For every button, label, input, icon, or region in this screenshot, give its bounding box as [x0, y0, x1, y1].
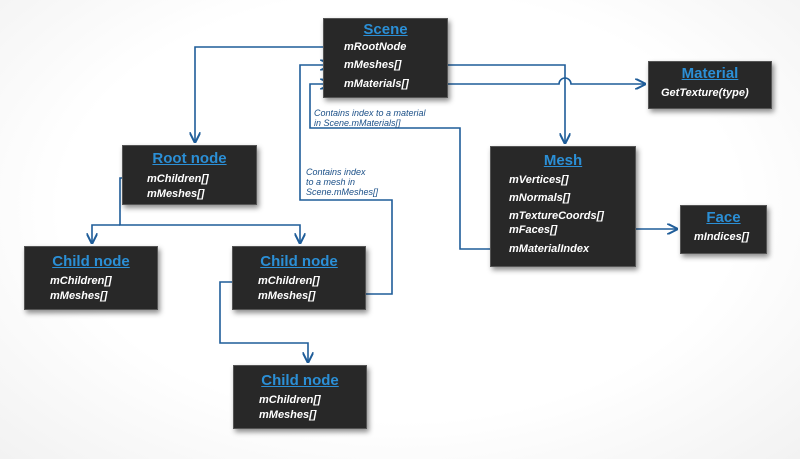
- face-field-indices: mIndices[]: [694, 231, 750, 243]
- child-left-field-meshes: mMeshes[]: [50, 290, 108, 302]
- scene-field-meshes: mMeshes[]: [344, 59, 402, 71]
- mesh-field-materialindex: mMaterialIndex: [509, 243, 590, 255]
- scene-field-materials: mMaterials[]: [344, 78, 409, 90]
- child-bottom-title: Child node: [261, 372, 339, 389]
- root-field-children: mChildren[]: [147, 173, 209, 185]
- material-title: Material: [681, 65, 739, 82]
- edge-rootnode: [195, 46, 330, 142]
- mesh-field-texturecoords: mTextureCoords[]: [509, 210, 604, 222]
- scene-field-rootnode: mRootNode: [344, 41, 407, 53]
- mesh-node: Mesh mVertices[] mNormals[] mTextureCoor…: [490, 146, 636, 267]
- mesh-field-normals: mNormals[]: [509, 192, 571, 204]
- edge-child-children: [219, 281, 308, 362]
- note-material-index: Contains index to a material in Scene.mM…: [314, 108, 426, 128]
- edge-meshes-to-mesh: [428, 64, 565, 143]
- mesh-field-faces: mFaces[]: [509, 224, 558, 236]
- child-left-title: Child node: [52, 253, 130, 270]
- scene-node: Scene mRootNode mMeshes[] mMaterials[]: [323, 18, 448, 98]
- edge-child-meshes: [299, 65, 393, 295]
- face-title: Face: [706, 209, 741, 226]
- material-node: Material GetTexture(type): [648, 61, 772, 109]
- edge-root-children-left: [92, 224, 120, 243]
- child-bottom-field-children: mChildren[]: [259, 394, 321, 406]
- material-field-gettexture: GetTexture(type): [661, 87, 749, 99]
- root-node: Root node mChildren[] mMeshes[]: [122, 145, 257, 205]
- note-mesh-index: Contains index to a mesh in Scene.mMeshe…: [306, 167, 379, 197]
- mesh-title: Mesh: [543, 152, 583, 169]
- root-title: Root node: [152, 150, 227, 167]
- face-node: Face mIndices[]: [680, 205, 767, 254]
- edge-materials-to-material: [428, 77, 645, 84]
- scene-title: Scene: [363, 21, 408, 38]
- child-bottom-field-meshes: mMeshes[]: [259, 409, 317, 421]
- edge-material-index: [309, 84, 490, 250]
- child-middle-field-children: mChildren[]: [258, 275, 320, 287]
- mesh-field-vertices: mVertices[]: [509, 174, 569, 186]
- root-field-meshes: mMeshes[]: [147, 188, 205, 200]
- child-middle-field-meshes: mMeshes[]: [258, 290, 316, 302]
- child-node-middle: Child node mChildren[] mMeshes[]: [232, 246, 366, 310]
- child-left-field-children: mChildren[]: [50, 275, 112, 287]
- child-node-bottom: Child node mChildren[] mMeshes[]: [233, 365, 367, 429]
- child-middle-title: Child node: [260, 253, 338, 270]
- child-node-left: Child node mChildren[] mMeshes[]: [24, 246, 158, 310]
